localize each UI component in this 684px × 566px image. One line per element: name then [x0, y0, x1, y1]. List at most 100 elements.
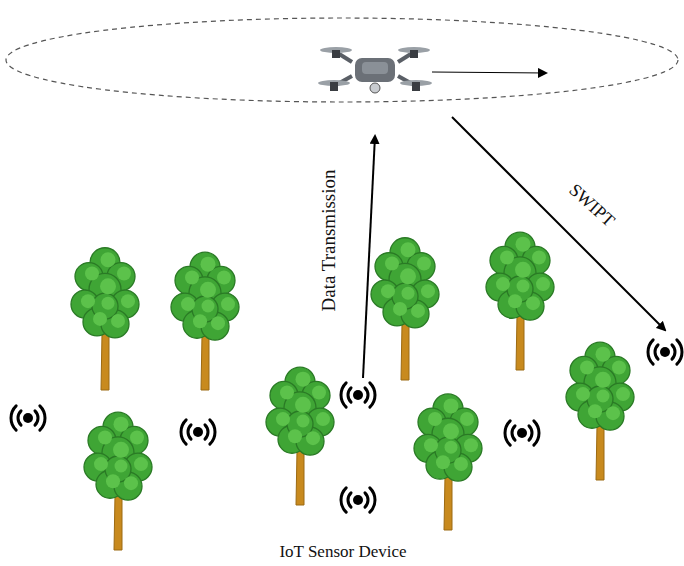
arrow-label: SWIPT [566, 180, 618, 230]
signal-arc [365, 388, 368, 402]
iot-sensor-icon [11, 406, 45, 430]
tree-highlight [428, 412, 442, 426]
signal-arc [672, 345, 675, 359]
tree [266, 367, 334, 505]
tree-highlight [117, 267, 131, 281]
signal-arc [370, 383, 375, 407]
tree-highlight [106, 474, 120, 488]
tree-highlight [536, 277, 550, 291]
data-transmission-arrow [363, 136, 375, 378]
sensor-dot [517, 428, 527, 438]
tree-highlight [515, 262, 531, 278]
signal-arc [505, 421, 510, 445]
tree-highlight [312, 385, 326, 399]
arrow-label: Data Transmission [319, 169, 338, 311]
tree-highlight [616, 387, 630, 401]
sensor-dot [353, 390, 363, 400]
tree-highlight [181, 297, 195, 311]
uav [318, 47, 432, 93]
tree-highlight [276, 412, 290, 426]
tree-highlight [85, 267, 99, 281]
tree-highlight [500, 250, 514, 264]
signal-arc [205, 425, 208, 439]
tree-highlight [121, 294, 135, 308]
sensor-dot [193, 427, 203, 437]
signal-arc [655, 345, 658, 359]
tree-highlight [280, 385, 294, 399]
tree-highlight [288, 429, 302, 443]
tree-highlight [401, 242, 416, 257]
tree-highlight [98, 430, 112, 444]
signal-arc [35, 411, 38, 425]
signal-arc [40, 406, 45, 430]
tree-highlight [517, 280, 530, 293]
signal-arc [365, 493, 368, 507]
tree-highlight [445, 441, 458, 454]
tree-highlight [217, 270, 231, 284]
tree-highlight [460, 412, 474, 426]
tree-highlight [606, 406, 620, 420]
tree-highlight [436, 455, 450, 469]
signal-arc [677, 340, 682, 364]
tree-highlight [124, 476, 138, 490]
iot-sensor-icon [181, 420, 215, 444]
tree-highlight [417, 257, 431, 271]
tree-highlight [295, 397, 311, 413]
iot-sensor-icon [648, 340, 682, 364]
tree-highlight [393, 302, 407, 316]
iot-sensor-icon [341, 488, 375, 512]
tree-highlight [532, 250, 546, 264]
sensor-dot [353, 495, 363, 505]
signal-arc [11, 406, 16, 430]
signal-arc [370, 488, 375, 512]
tree-highlight [381, 284, 395, 298]
signal-arc [534, 421, 539, 445]
tree-highlight [102, 297, 115, 310]
flight-direction-arrow [432, 72, 546, 73]
tree-highlight [402, 287, 415, 300]
signal-arc [188, 425, 191, 439]
tree-highlight [316, 412, 330, 426]
tree-highlight [385, 257, 399, 271]
tree-highlight [115, 460, 128, 473]
tree-highlight [596, 347, 611, 362]
tree-highlight [444, 398, 459, 413]
iot-sensor-icon [505, 421, 539, 445]
tree-highlight [185, 270, 199, 284]
caption-label: IoT Sensor Device [279, 543, 406, 560]
tree-highlight [464, 438, 478, 452]
tree-highlight [496, 277, 510, 291]
tree-highlight [588, 404, 602, 418]
sensors [11, 340, 682, 512]
tree-highlight [134, 457, 148, 471]
iot-sensor-icon [341, 383, 375, 407]
tree-highlight [81, 294, 95, 308]
signal-arc [512, 426, 515, 440]
tree-highlight [297, 415, 310, 428]
swipt-arrow [452, 117, 665, 330]
tree-highlight [296, 372, 311, 387]
tree-highlight [94, 457, 108, 471]
tree-highlight [93, 312, 107, 326]
tree [371, 238, 439, 380]
signal-arc [348, 493, 351, 507]
sensor-dot [23, 413, 33, 423]
signal-arc [529, 426, 532, 440]
tree [84, 412, 152, 550]
tree-highlight [221, 297, 235, 311]
signal-arc [18, 411, 21, 425]
tree-highlight [100, 278, 116, 294]
tree-highlight [576, 387, 590, 401]
tree-highlight [526, 296, 540, 310]
tree-highlight [421, 284, 435, 298]
tree [566, 342, 634, 480]
tree [71, 248, 139, 390]
tree-highlight [508, 294, 522, 308]
tree-highlight [612, 360, 626, 374]
tree [486, 232, 554, 370]
tree-highlight [443, 423, 459, 439]
signal-arc [348, 388, 351, 402]
tree-highlight [200, 282, 216, 298]
signal-arc [341, 488, 346, 512]
